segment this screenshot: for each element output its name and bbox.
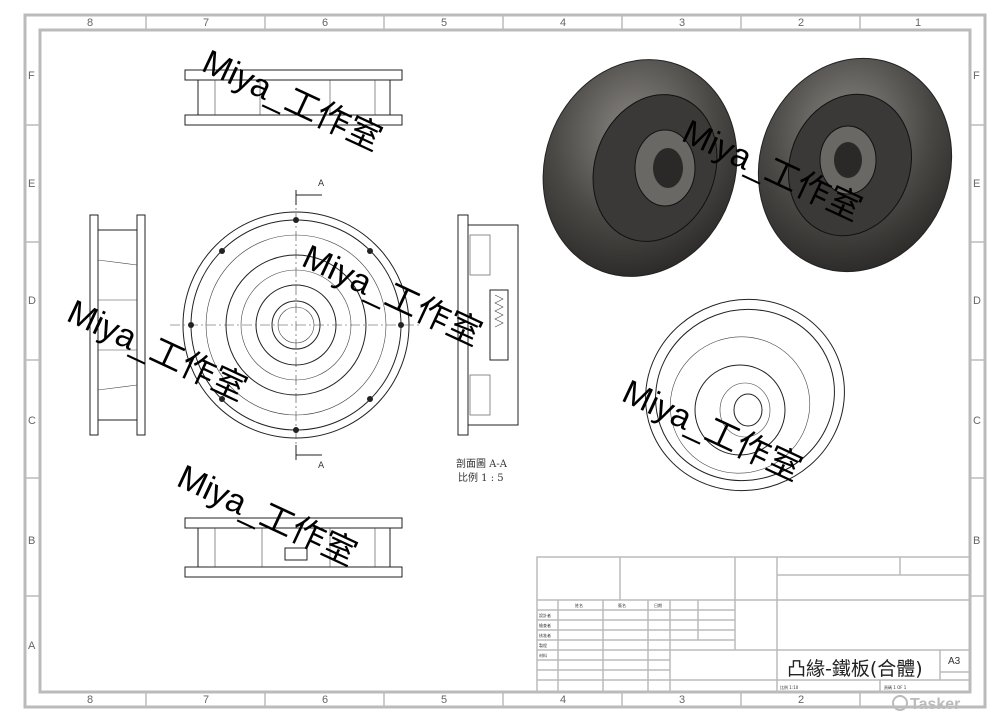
top-view [184, 69, 403, 126]
inner-frame [38, 28, 972, 694]
zone-col: 7 [203, 694, 209, 706]
svg-text:設計者: 設計者 [539, 612, 551, 618]
zone-col: 3 [679, 694, 685, 706]
svg-text:C: C [28, 415, 36, 427]
zone-col: 4 [560, 694, 566, 706]
svg-text:簽名: 簽名 [618, 602, 626, 608]
svg-text:姓名: 姓名 [575, 602, 583, 608]
zone-col: 8 [87, 17, 93, 29]
zone-col: 6 [322, 17, 328, 29]
section-label: 剖面圖 A-A [456, 457, 508, 470]
svg-text:F: F [28, 70, 35, 82]
section-view [457, 214, 519, 436]
zone-ticks [25, 15, 985, 707]
svg-text:B: B [973, 535, 980, 547]
zone-labels-top: 8 7 6 5 4 3 2 1 [87, 17, 921, 29]
zone-col: 6 [322, 694, 328, 706]
iso-line-view [645, 298, 845, 492]
watermark: Miya_工作室 [197, 43, 388, 159]
svg-text:F: F [973, 70, 980, 82]
left-side-view [89, 214, 146, 436]
svg-text:檢查者: 檢查者 [539, 622, 551, 628]
svg-text:材料: 材料 [539, 652, 547, 658]
svg-text:D: D [973, 295, 981, 307]
svg-text:核准者: 核准者 [539, 632, 551, 638]
watermark: Miya_工作室 [297, 238, 488, 354]
front-view: A A [170, 179, 422, 471]
zone-col: 2 [798, 17, 804, 29]
section-marker-top: A [318, 179, 325, 189]
title-block: 姓名 簽名 日期 設計者 檢查者 核准者 製程 材料 凸緣-鐵板(合體) A3 … [536, 556, 971, 693]
scale: 比例 1:10 [780, 684, 799, 690]
watermark: Miya_工作室 [172, 458, 363, 574]
svg-text:B: B [28, 535, 35, 547]
svg-text:E: E [28, 178, 35, 190]
render-iso-right [757, 57, 953, 273]
zone-col: 3 [679, 17, 685, 29]
watermark: Miya_工作室 [617, 373, 808, 489]
svg-text:D: D [28, 295, 36, 307]
svg-text:日期: 日期 [654, 602, 662, 608]
zone-col: 8 [87, 694, 93, 706]
zone-labels-left: F E D C B A [28, 70, 36, 652]
zone-col: 4 [560, 17, 566, 29]
sheet-number: 頁碼 1 OF 1 [884, 684, 907, 690]
svg-text:製程: 製程 [539, 642, 547, 648]
zone-col: 2 [798, 694, 804, 706]
drawing-title: 凸緣-鐵板(合體) [787, 658, 923, 680]
watermarks: Miya_工作室 Miya_工作室 Miya_工作室 Miya_工作室 Miya… [62, 43, 868, 574]
svg-text:C: C [973, 415, 981, 427]
bottom-view [184, 517, 403, 578]
zone-labels-bottom: 8 7 6 5 4 3 2 [87, 694, 804, 706]
section-scale: 比例 1 : 5 [458, 471, 504, 484]
zone-col: 1 [915, 17, 921, 29]
zone-col: 5 [441, 17, 447, 29]
render-iso-left [542, 59, 738, 277]
zone-col: 5 [441, 694, 447, 706]
svg-text:E: E [973, 178, 980, 190]
svg-text:A: A [28, 640, 36, 652]
sheet-size: A3 [948, 656, 961, 667]
zone-labels-right: F E D C B [973, 70, 981, 547]
section-marker-bottom: A [318, 461, 325, 471]
outer-frame [23, 13, 987, 709]
zone-col: 7 [203, 17, 209, 29]
tasker-logo: Tasker [892, 695, 960, 713]
svg-text:Tasker: Tasker [910, 696, 960, 713]
